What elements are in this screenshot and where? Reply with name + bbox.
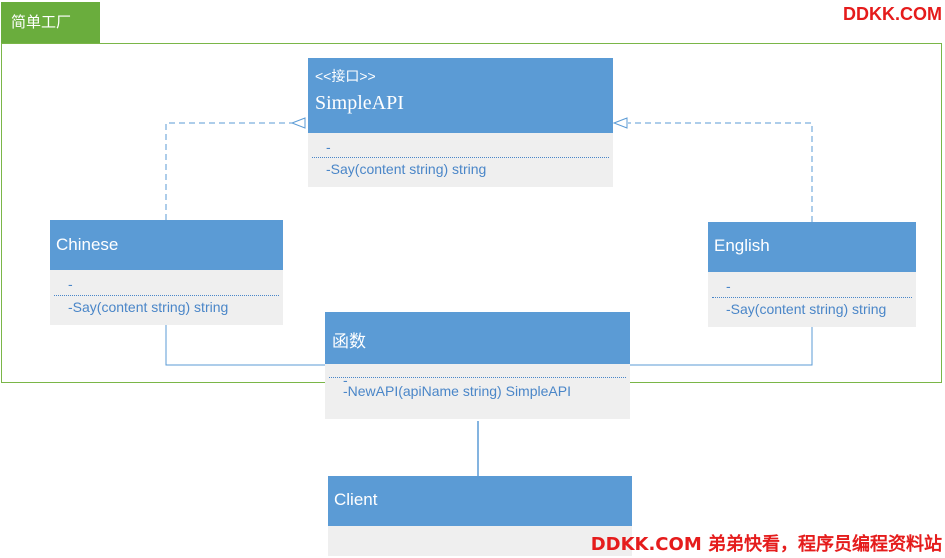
function-name: 函数 — [332, 332, 366, 352]
english-separator — [712, 297, 912, 298]
simpleapi-separator — [312, 157, 609, 158]
class-english[interactable]: English - -Say(content string) string — [708, 222, 916, 327]
client-body — [328, 526, 632, 556]
simpleapi-attribute: - — [326, 139, 331, 155]
simpleapi-stereotype: <<接口>> — [315, 68, 376, 84]
english-operation: -Say(content string) string — [726, 301, 887, 317]
chinese-separator — [54, 295, 279, 296]
function-operation: -NewAPI(apiName string) SimpleAPI — [343, 383, 571, 399]
association-english-function — [630, 327, 813, 366]
chinese-name: Chinese — [56, 235, 119, 254]
class-simpleapi[interactable]: <<接口>> SimpleAPI - -Say(content string) … — [308, 58, 613, 187]
client-name: Client — [334, 490, 378, 509]
chinese-attribute: - — [68, 276, 73, 292]
watermark-top: DDKK.COM — [843, 4, 942, 24]
class-client[interactable]: Client — [328, 476, 632, 556]
realization-english — [628, 122, 813, 222]
class-function[interactable]: 函数 - -NewAPI(apiName string) SimpleAPI — [325, 312, 630, 419]
realization-chinese — [165, 122, 305, 220]
simpleapi-name: SimpleAPI — [315, 92, 404, 114]
simpleapi-operation: -Say(content string) string — [326, 161, 487, 177]
association-chinese-function — [165, 325, 325, 366]
realization-arrowhead-right — [612, 117, 628, 129]
english-attribute: - — [726, 278, 731, 294]
chinese-operation: -Say(content string) string — [68, 299, 229, 315]
class-chinese[interactable]: Chinese - -Say(content string) string — [50, 220, 283, 325]
package-title: 简单工厂 — [1, 2, 100, 43]
function-separator — [329, 377, 626, 378]
function-attribute: - — [343, 372, 348, 388]
watermark-bottom: DDKK.COM 弟弟快看，程序员编程资料站 — [590, 534, 942, 555]
realization-arrowhead-left — [290, 117, 306, 129]
english-name: English — [714, 236, 770, 255]
